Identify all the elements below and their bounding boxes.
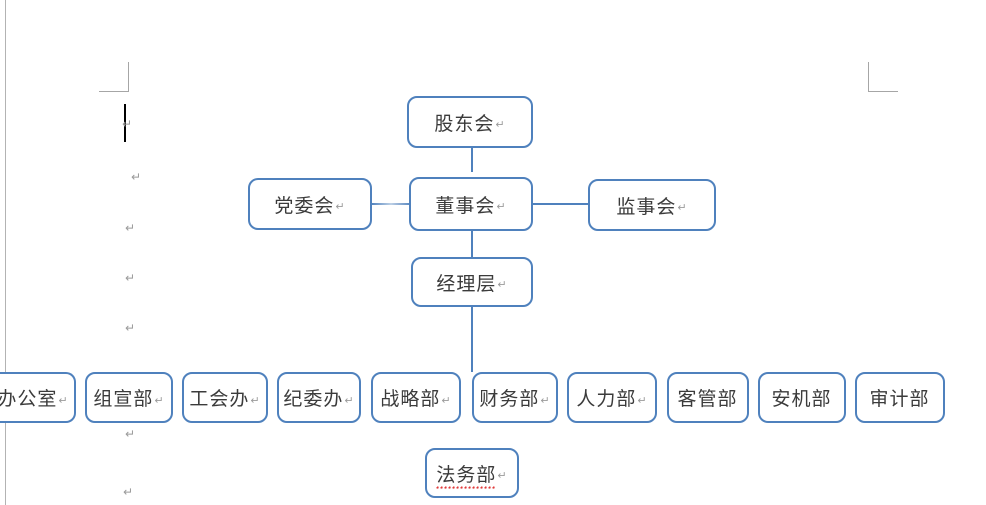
node-management[interactable]: 经理层↵	[411, 257, 533, 307]
node-department-1[interactable]: 办公室↵	[0, 372, 76, 423]
node-department-label: 财务部	[479, 388, 540, 410]
node-department-label: 客管部	[677, 388, 738, 410]
paragraph-mark-icon: ↵	[677, 201, 688, 214]
paragraph-mark-icon: ↵	[125, 221, 136, 235]
page-left-edge	[5, 0, 6, 505]
node-department-label: 审计部	[869, 388, 930, 410]
paragraph-mark-icon: ↵	[122, 117, 133, 131]
paragraph-mark-icon: ↵	[637, 393, 648, 407]
paragraph-mark-icon: ↵	[131, 170, 142, 184]
node-management-label: 经理层	[436, 272, 497, 295]
node-department-label: 工会办	[189, 388, 250, 410]
node-department-label: 人力部	[576, 388, 637, 410]
connector-board-to-supervisors	[531, 203, 589, 205]
paragraph-mark-icon: ↵	[441, 393, 452, 407]
margin-corner-mark-top-right	[868, 62, 898, 92]
node-party-committee[interactable]: 党委会↵	[248, 178, 372, 230]
connector-board-to-party-committee	[371, 203, 413, 205]
node-legal-affairs[interactable]: 法务部↵	[425, 448, 519, 498]
node-board-of-directors[interactable]: 董事会↵	[409, 177, 533, 231]
node-shareholders[interactable]: 股东会↵	[407, 96, 533, 148]
node-department-6[interactable]: 财务部↵	[472, 372, 558, 423]
node-department-4[interactable]: 纪委办↵	[277, 372, 361, 423]
margin-corner-mark-top-left	[99, 62, 129, 92]
paragraph-mark-icon: ↵	[496, 200, 507, 213]
paragraph-mark-icon: ↵	[495, 118, 506, 131]
node-board-of-directors-label: 董事会	[435, 194, 496, 217]
paragraph-mark-icon: ↵	[154, 393, 165, 407]
paragraph-mark-icon: ↵	[125, 321, 136, 335]
node-department-9[interactable]: 安机部	[758, 372, 846, 423]
node-department-3[interactable]: 工会办↵	[182, 372, 268, 423]
paragraph-mark-icon: ↵	[497, 278, 508, 291]
node-department-7[interactable]: 人力部↵	[567, 372, 657, 423]
node-department-label: 战略部	[380, 388, 441, 410]
paragraph-mark-icon: ↵	[58, 393, 69, 407]
paragraph-mark-icon: ↵	[123, 485, 134, 499]
paragraph-mark-icon: ↵	[335, 200, 346, 213]
node-board-of-supervisors-label: 监事会	[616, 195, 677, 218]
node-department-label: 纪委办	[283, 388, 344, 410]
paragraph-mark-icon: ↵	[344, 393, 355, 407]
text-caret	[124, 104, 126, 142]
node-department-10[interactable]: 审计部	[855, 372, 945, 423]
node-department-label: 组宣部	[93, 388, 154, 410]
paragraph-mark-icon: ↵	[497, 469, 508, 482]
node-department-2[interactable]: 组宣部↵	[85, 372, 173, 423]
node-board-of-supervisors[interactable]: 监事会↵	[588, 179, 716, 231]
node-department-label: 安机部	[771, 388, 832, 410]
paragraph-mark-icon: ↵	[540, 393, 551, 407]
paragraph-mark-icon: ↵	[250, 393, 261, 407]
node-shareholders-label: 股东会	[434, 112, 495, 135]
node-legal-affairs-label: 法务部	[436, 463, 497, 489]
node-party-committee-label: 党委会	[274, 194, 335, 217]
connector-shareholders-to-board	[471, 148, 473, 172]
paragraph-mark-icon: ↵	[125, 427, 136, 441]
paragraph-mark-icon: ↵	[125, 271, 136, 285]
node-department-label: 办公室	[0, 388, 58, 410]
connector-management-to-departments	[471, 307, 473, 372]
connector-board-to-management	[471, 229, 473, 257]
node-department-5[interactable]: 战略部↵	[371, 372, 461, 423]
node-department-8[interactable]: 客管部	[667, 372, 749, 423]
